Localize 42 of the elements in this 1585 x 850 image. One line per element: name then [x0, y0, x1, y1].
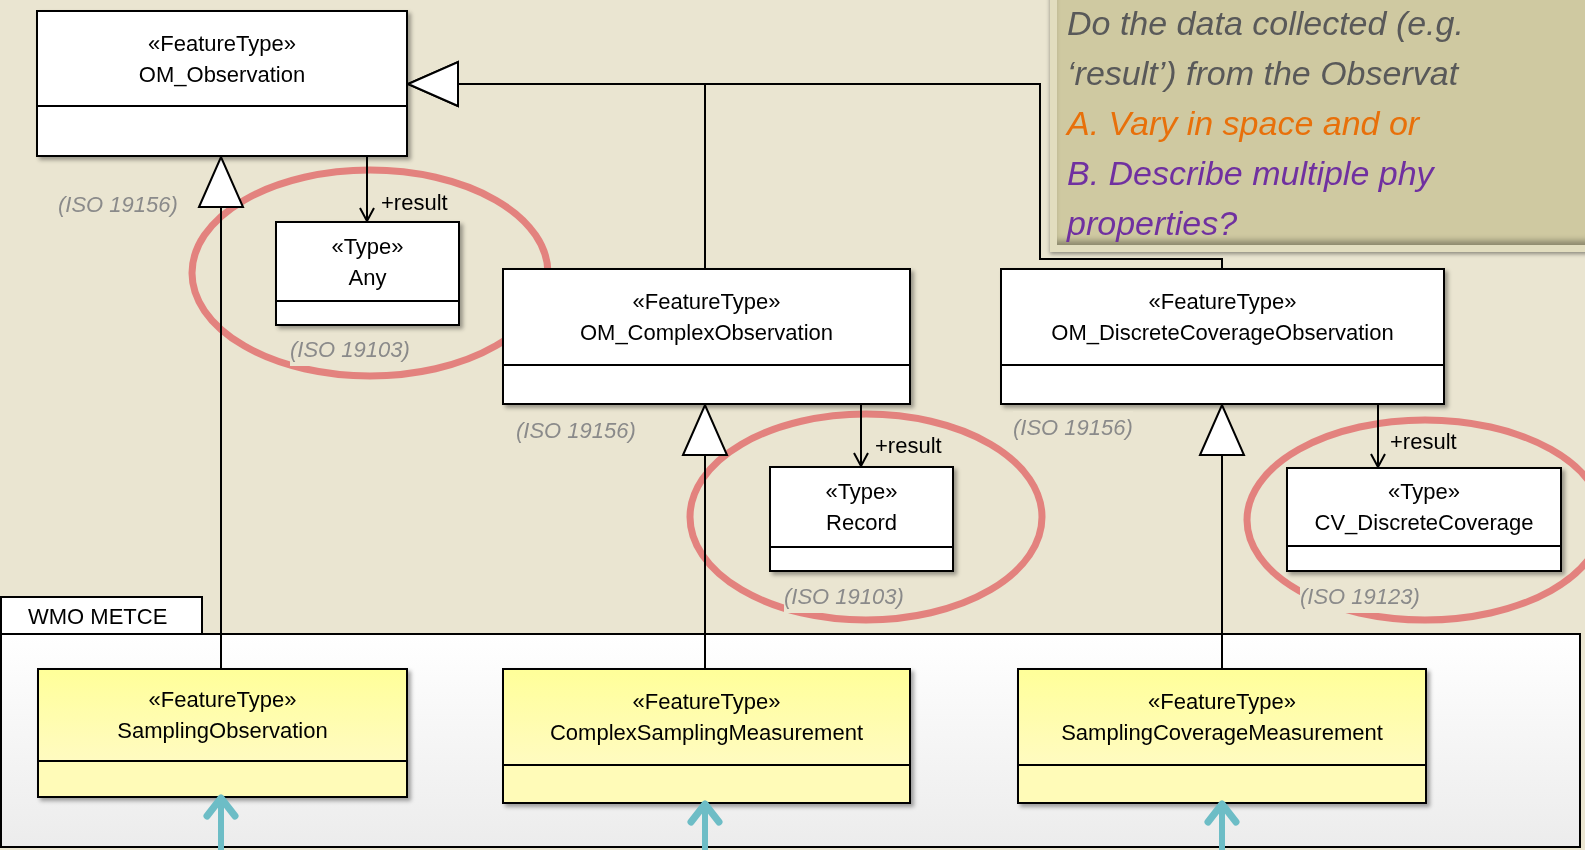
- uml-class-box: [502, 668, 911, 804]
- uml-class-box: [1000, 268, 1445, 405]
- question-text: Do the data collected (e.g.: [1067, 3, 1465, 44]
- generalization-arrow: [682, 404, 728, 669]
- stereotype-label: «FeatureType»: [632, 288, 781, 316]
- stereotype-label: «Type»: [1387, 478, 1461, 506]
- class-name: SamplingObservation: [117, 717, 328, 745]
- class-name: CV_DiscreteCoverage: [1314, 509, 1534, 537]
- stereotype-label: «FeatureType»: [1148, 688, 1296, 716]
- question-text: A. Vary in space and or: [1067, 103, 1421, 144]
- uml-class-box: [36, 10, 408, 157]
- arrow: [203, 794, 239, 850]
- stereotype-label: «FeatureType»: [148, 29, 296, 58]
- uml-class-box: [275, 221, 460, 326]
- generalization-arrow: [198, 156, 244, 669]
- uml-class-box: [1286, 467, 1562, 572]
- class-name: Any: [348, 263, 387, 292]
- question-text: B. Describe multiple phy properties?: [1067, 153, 1436, 244]
- association-arrow: [359, 156, 375, 222]
- association-arrow: [853, 404, 869, 467]
- question-text: ‘result’) from the Observat: [1067, 53, 1461, 94]
- association-arrow: [1370, 404, 1386, 468]
- stereotype-label: «Type»: [825, 478, 898, 506]
- stereotype-label: «FeatureType»: [632, 688, 781, 716]
- uml-class-box: [502, 268, 911, 405]
- stereotype-label: «FeatureType»: [1148, 288, 1297, 316]
- generalization-arrow: [1199, 404, 1245, 669]
- class-name: ComplexSamplingMeasurement: [550, 719, 863, 747]
- generalization-arrow: [407, 61, 1223, 269]
- class-name: OM_DiscreteCoverageObservation: [1051, 319, 1394, 347]
- uml-class-box: [769, 466, 954, 572]
- uml-class-box: [1017, 668, 1427, 804]
- class-name: OM_Observation: [138, 60, 306, 89]
- class-name: OM_ComplexObservation: [579, 319, 834, 347]
- uml-class-box: [37, 668, 408, 798]
- stereotype-label: «FeatureType»: [148, 686, 297, 714]
- class-name: Record: [826, 509, 897, 537]
- arrow: [1204, 800, 1240, 850]
- class-name: SamplingCoverageMeasurement: [1061, 719, 1383, 747]
- arrow: [687, 800, 723, 850]
- stereotype-label: «Type»: [331, 232, 404, 261]
- package-tab: WMO METCE: [0, 596, 203, 635]
